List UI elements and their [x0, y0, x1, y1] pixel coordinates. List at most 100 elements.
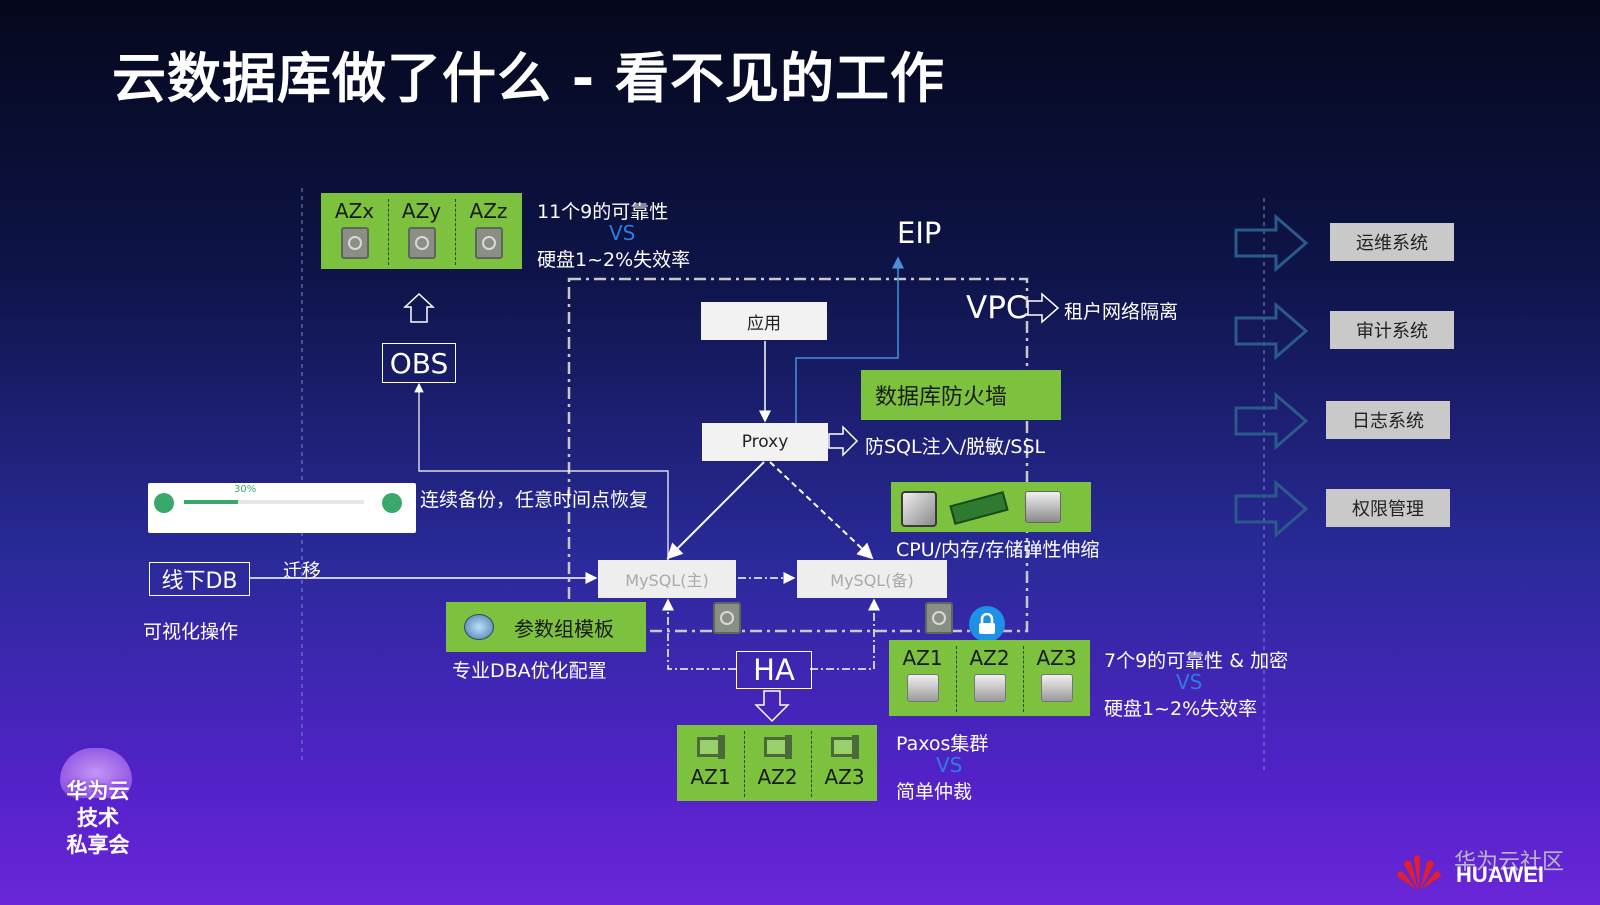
memory-icon [949, 491, 1009, 525]
proxy-box: Proxy [702, 423, 828, 461]
backup-line [414, 382, 669, 560]
ha-line-right [810, 598, 880, 670]
firewall-box: 数据库防火墙 [861, 370, 1061, 420]
az-label: AZ2 [757, 765, 798, 789]
visual-operation-label: 可视化操作 [143, 621, 239, 643]
cpu-icon [901, 491, 937, 527]
bottom-az-cell: AZ2 [956, 646, 1023, 702]
az-label: AZ1 [690, 765, 731, 789]
ha-down-arrow [754, 690, 790, 723]
lock-icon [969, 606, 1005, 642]
vpc-boundary [567, 277, 1029, 633]
offline-db-box: 线下DB [149, 562, 250, 596]
proxy-to-standby [769, 461, 874, 560]
ha-az-cell: AZ3 [811, 735, 878, 789]
az-label: AZ2 [969, 646, 1010, 670]
ha-vs: VS [936, 753, 963, 777]
az-label: AZ3 [824, 765, 865, 789]
param-template-label: 参数组模板 [514, 616, 614, 641]
top-vs: VS [609, 221, 636, 245]
computer-icon [763, 735, 792, 761]
az-label: AZ1 [902, 646, 943, 670]
proxy-desc: 防SQL注入/脱敏/SSL [865, 436, 1046, 458]
event-logo: 华为云 技术 私享会 [46, 748, 146, 878]
permission-box: 权限管理 [1326, 489, 1450, 527]
ha-az-cell: AZ1 [677, 735, 744, 789]
database-icon [154, 493, 174, 513]
eip-label: EIP [897, 216, 942, 250]
obs-up-arrow [403, 292, 435, 323]
eip-line [795, 256, 904, 425]
top-az-cell: AZx [321, 199, 388, 259]
bottom-failure: 硬盘1~2%失效率 [1104, 698, 1258, 720]
vpc-label: VPC [966, 290, 1028, 326]
disk-icon [340, 227, 369, 259]
mysql-master-box: MySQL(主) [598, 560, 736, 598]
disk-icon [474, 227, 503, 259]
backup-thumbnail: 30% [148, 483, 416, 533]
bottom-az-cell: AZ3 [1023, 646, 1090, 702]
arbitration-label: 简单仲裁 [896, 781, 973, 803]
ha-box: HA [736, 651, 812, 689]
az-label: AZx [334, 199, 375, 223]
backup-progress-fill [184, 500, 238, 504]
az-label: AZy [401, 199, 442, 223]
elastic-resources-block [891, 482, 1091, 532]
backup-progress-track [184, 500, 364, 504]
bottom-vs: VS [1176, 670, 1203, 694]
az-label: AZ3 [1036, 646, 1077, 670]
ha-az-cell: AZ2 [744, 735, 811, 789]
audit-system-box: 审计系统 [1330, 311, 1454, 349]
migration-label: 迁移 [283, 560, 322, 582]
disk-icon [407, 227, 436, 259]
ha-cluster-block: AZ1 AZ2 AZ3 [677, 725, 877, 801]
computer-icon [830, 735, 859, 761]
log-system-box: 日志系统 [1326, 401, 1450, 439]
bottom-storage-block: AZ1 AZ2 AZ3 [889, 640, 1090, 716]
elastic-desc: CPU/内存/存储弹性伸缩 [896, 539, 1100, 561]
arrow-to-log [1234, 391, 1309, 451]
event-logo-text: 华为云 技术 私享会 [52, 778, 144, 859]
huawei-flower-icon [1394, 850, 1444, 892]
event-line: 私享会 [66, 833, 130, 857]
top-failure: 硬盘1~2%失效率 [537, 249, 691, 271]
proxy-to-master [666, 461, 765, 560]
cloud-icon [60, 748, 132, 798]
huawei-logo-text: HUAWEI [1456, 862, 1544, 887]
top-az-cell: AZy [388, 199, 455, 259]
computer-icon [696, 735, 725, 761]
event-line: 技术 [77, 806, 119, 830]
top-reliability: 11个9的可靠性 [537, 201, 669, 223]
proxy-right-arrow [828, 425, 859, 457]
backup-desc: 连续备份，任意时间点恢复 [420, 489, 649, 511]
top-az-cell: AZz [455, 199, 522, 259]
az-label: AZz [469, 199, 508, 223]
page-title: 云数据库做了什么 - 看不见的工作 [112, 47, 946, 110]
storage-icon [1025, 491, 1061, 523]
arrow-to-ops [1234, 213, 1309, 273]
hard-disk-icon [973, 674, 1006, 702]
mysql-standby-box: MySQL(备) [797, 560, 947, 598]
vpc-right-arrow [1027, 292, 1060, 324]
obs-box: OBS [382, 343, 456, 383]
arrow-to-audit [1234, 301, 1309, 361]
firewall-label: 数据库防火墙 [875, 385, 1008, 410]
bottom-az-cell: AZ1 [889, 646, 956, 702]
hard-disk-icon [1040, 674, 1073, 702]
ha-line-left [662, 598, 736, 670]
backup-progress-text: 30% [234, 484, 257, 495]
community-label: 华为云社区 [1454, 850, 1565, 875]
vpc-desc: 租户网络隔离 [1064, 301, 1179, 323]
database-icon [382, 493, 402, 513]
app-box: 应用 [701, 302, 827, 340]
paxos-label: Paxos集群 [896, 733, 989, 755]
arrow-to-permission [1234, 479, 1309, 539]
standby-disk-icon [925, 602, 953, 634]
top-storage-block: AZx AZy AZz [321, 193, 522, 269]
bottom-reliability: 7个9的可靠性 & 加密 [1104, 650, 1289, 672]
globe-icon [464, 614, 494, 640]
ops-system-box: 运维系统 [1330, 223, 1454, 261]
param-template-desc: 专业DBA优化配置 [452, 660, 607, 682]
hard-disk-icon [906, 674, 939, 702]
